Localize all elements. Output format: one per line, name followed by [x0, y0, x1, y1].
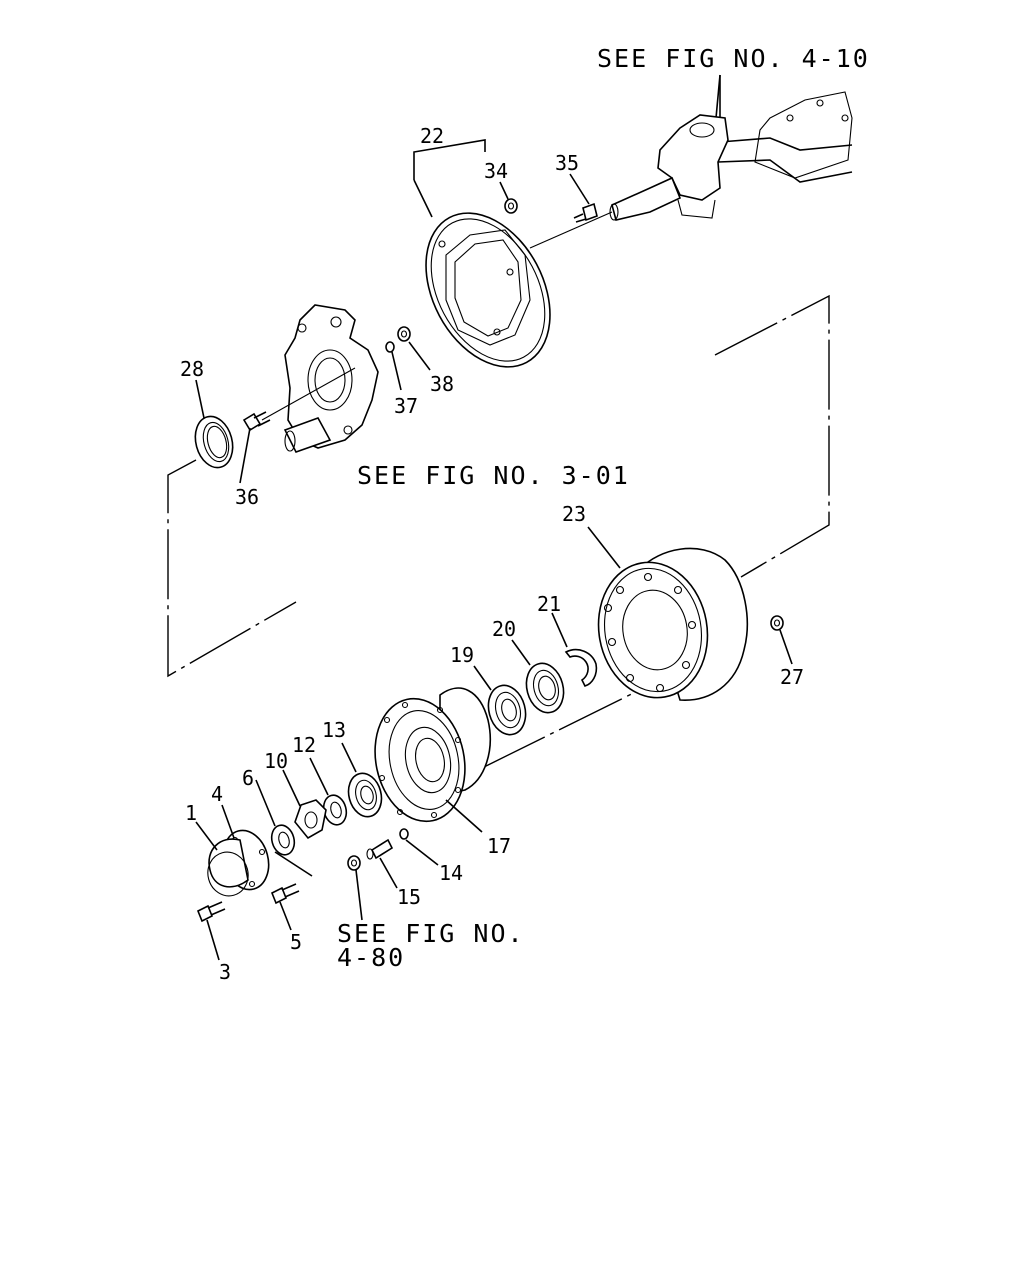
callout-3: 3	[219, 960, 231, 984]
bolt-35	[573, 202, 598, 223]
stud-15	[366, 838, 394, 860]
callout-14: 14	[439, 861, 463, 885]
leader-5-to-6	[274, 851, 313, 877]
nut-10	[294, 799, 327, 840]
hub-cap-1	[207, 838, 249, 897]
callout-19: 19	[450, 643, 474, 667]
washer-37	[385, 341, 395, 353]
backing-plate	[425, 212, 551, 368]
leader-22	[413, 179, 433, 218]
callout-13: 13	[322, 718, 346, 742]
reference-note-axle: SEE FIG NO. 4-10	[597, 44, 870, 73]
bearing-20	[525, 662, 565, 714]
callout-17: 17	[487, 834, 511, 858]
brake-drum	[597, 547, 749, 701]
callout-22: 22	[420, 124, 444, 148]
callout-5: 5	[290, 930, 302, 954]
callout-20: 20	[492, 617, 516, 641]
washer-12	[322, 794, 348, 826]
bolt-36	[242, 411, 271, 432]
reference-note-wheel-nut-line1: SEE FIG NO.	[337, 919, 525, 948]
oil-seal-28	[194, 415, 234, 469]
axle-beam	[609, 74, 853, 221]
bracket-22	[413, 139, 486, 180]
snap-ring-21	[564, 648, 598, 687]
callout-6: 6	[242, 766, 254, 790]
lock-washer-6	[270, 824, 296, 856]
callout-34: 34	[484, 159, 508, 183]
bearing-13	[347, 772, 383, 818]
callout-1: 1	[185, 801, 197, 825]
callout-12: 12	[292, 733, 316, 757]
callout-23: 23	[562, 502, 586, 526]
callout-21: 21	[537, 592, 561, 616]
axis-line-spindle	[529, 211, 613, 249]
nut-34	[504, 198, 518, 214]
reference-note-knuckle: SEE FIG NO. 3-01	[357, 461, 630, 490]
callout-4: 4	[211, 782, 223, 806]
callout-38: 38	[430, 372, 454, 396]
callout-10: 10	[264, 749, 288, 773]
steering-knuckle	[283, 304, 379, 453]
bolt-5	[270, 883, 300, 905]
reference-note-wheel-nut-line2: 4-80	[337, 943, 405, 972]
callout-15: 15	[397, 885, 421, 909]
nut-38	[397, 326, 411, 342]
bearing-19	[487, 684, 527, 736]
callout-36: 36	[235, 485, 259, 509]
bolt-3	[196, 901, 226, 923]
callout-28: 28	[180, 357, 204, 381]
callout-27: 27	[780, 665, 804, 689]
washer-14	[399, 828, 409, 840]
wheel-nut	[347, 855, 361, 871]
axis-line-knuckle	[261, 367, 356, 421]
callout-35: 35	[555, 151, 579, 175]
callout-37: 37	[394, 394, 418, 418]
nut-27	[770, 615, 784, 631]
wheel-hub	[374, 687, 492, 823]
